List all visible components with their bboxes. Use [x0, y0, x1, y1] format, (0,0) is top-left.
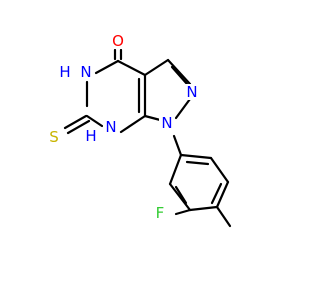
bond-c3-f [174, 208, 192, 216]
structure-diagram: O N H N N N H S F [46, 32, 232, 228]
bond-c6-s-2 [66, 119, 91, 135]
atom-sulfur: S [49, 128, 59, 146]
ring-bond-1 [179, 153, 213, 160]
bond-c3-n2 [166, 58, 192, 86]
bond-c3a-c3 [143, 58, 170, 77]
ring-bond-3 [215, 180, 230, 209]
bond-c4-n5 [94, 59, 120, 75]
atom-nitrogen-7: N [105, 118, 116, 136]
bond-c6-n7 [85, 114, 104, 128]
ring-bond-5 [168, 182, 192, 212]
atom-nitrogen-2: N [186, 83, 197, 101]
atom-hydrogen-5: H [59, 63, 70, 81]
ring-bond-2 [209, 156, 230, 184]
ring-inner-1 [185, 160, 210, 166]
bond-c4-c3a [116, 59, 147, 77]
atom-nitrogen-1: N [161, 114, 172, 132]
bond-c3-n2-2 [170, 65, 189, 86]
bond-n1-ph [172, 134, 183, 157]
atom-oxygen: O [112, 32, 124, 50]
bond-c4-methyl [215, 205, 232, 228]
ring-bond-4 [188, 205, 219, 212]
atom-nitrogen-5: N [80, 63, 91, 81]
molecule-drawing: O N H N N N H S F [46, 32, 232, 228]
atom-hydrogen-7: H [85, 127, 96, 145]
ring-bond-6 [168, 153, 183, 186]
bond-n2-n1 [174, 97, 192, 120]
ring-inner-3 [174, 185, 188, 205]
ring-inner-2 [210, 182, 223, 205]
atom-labels: O N H N N N H S F [46, 32, 200, 222]
atom-fluorine: F [156, 204, 165, 222]
bond-n7-c7a [119, 114, 147, 134]
bonds [63, 48, 232, 228]
bond-c6-s [63, 114, 88, 130]
